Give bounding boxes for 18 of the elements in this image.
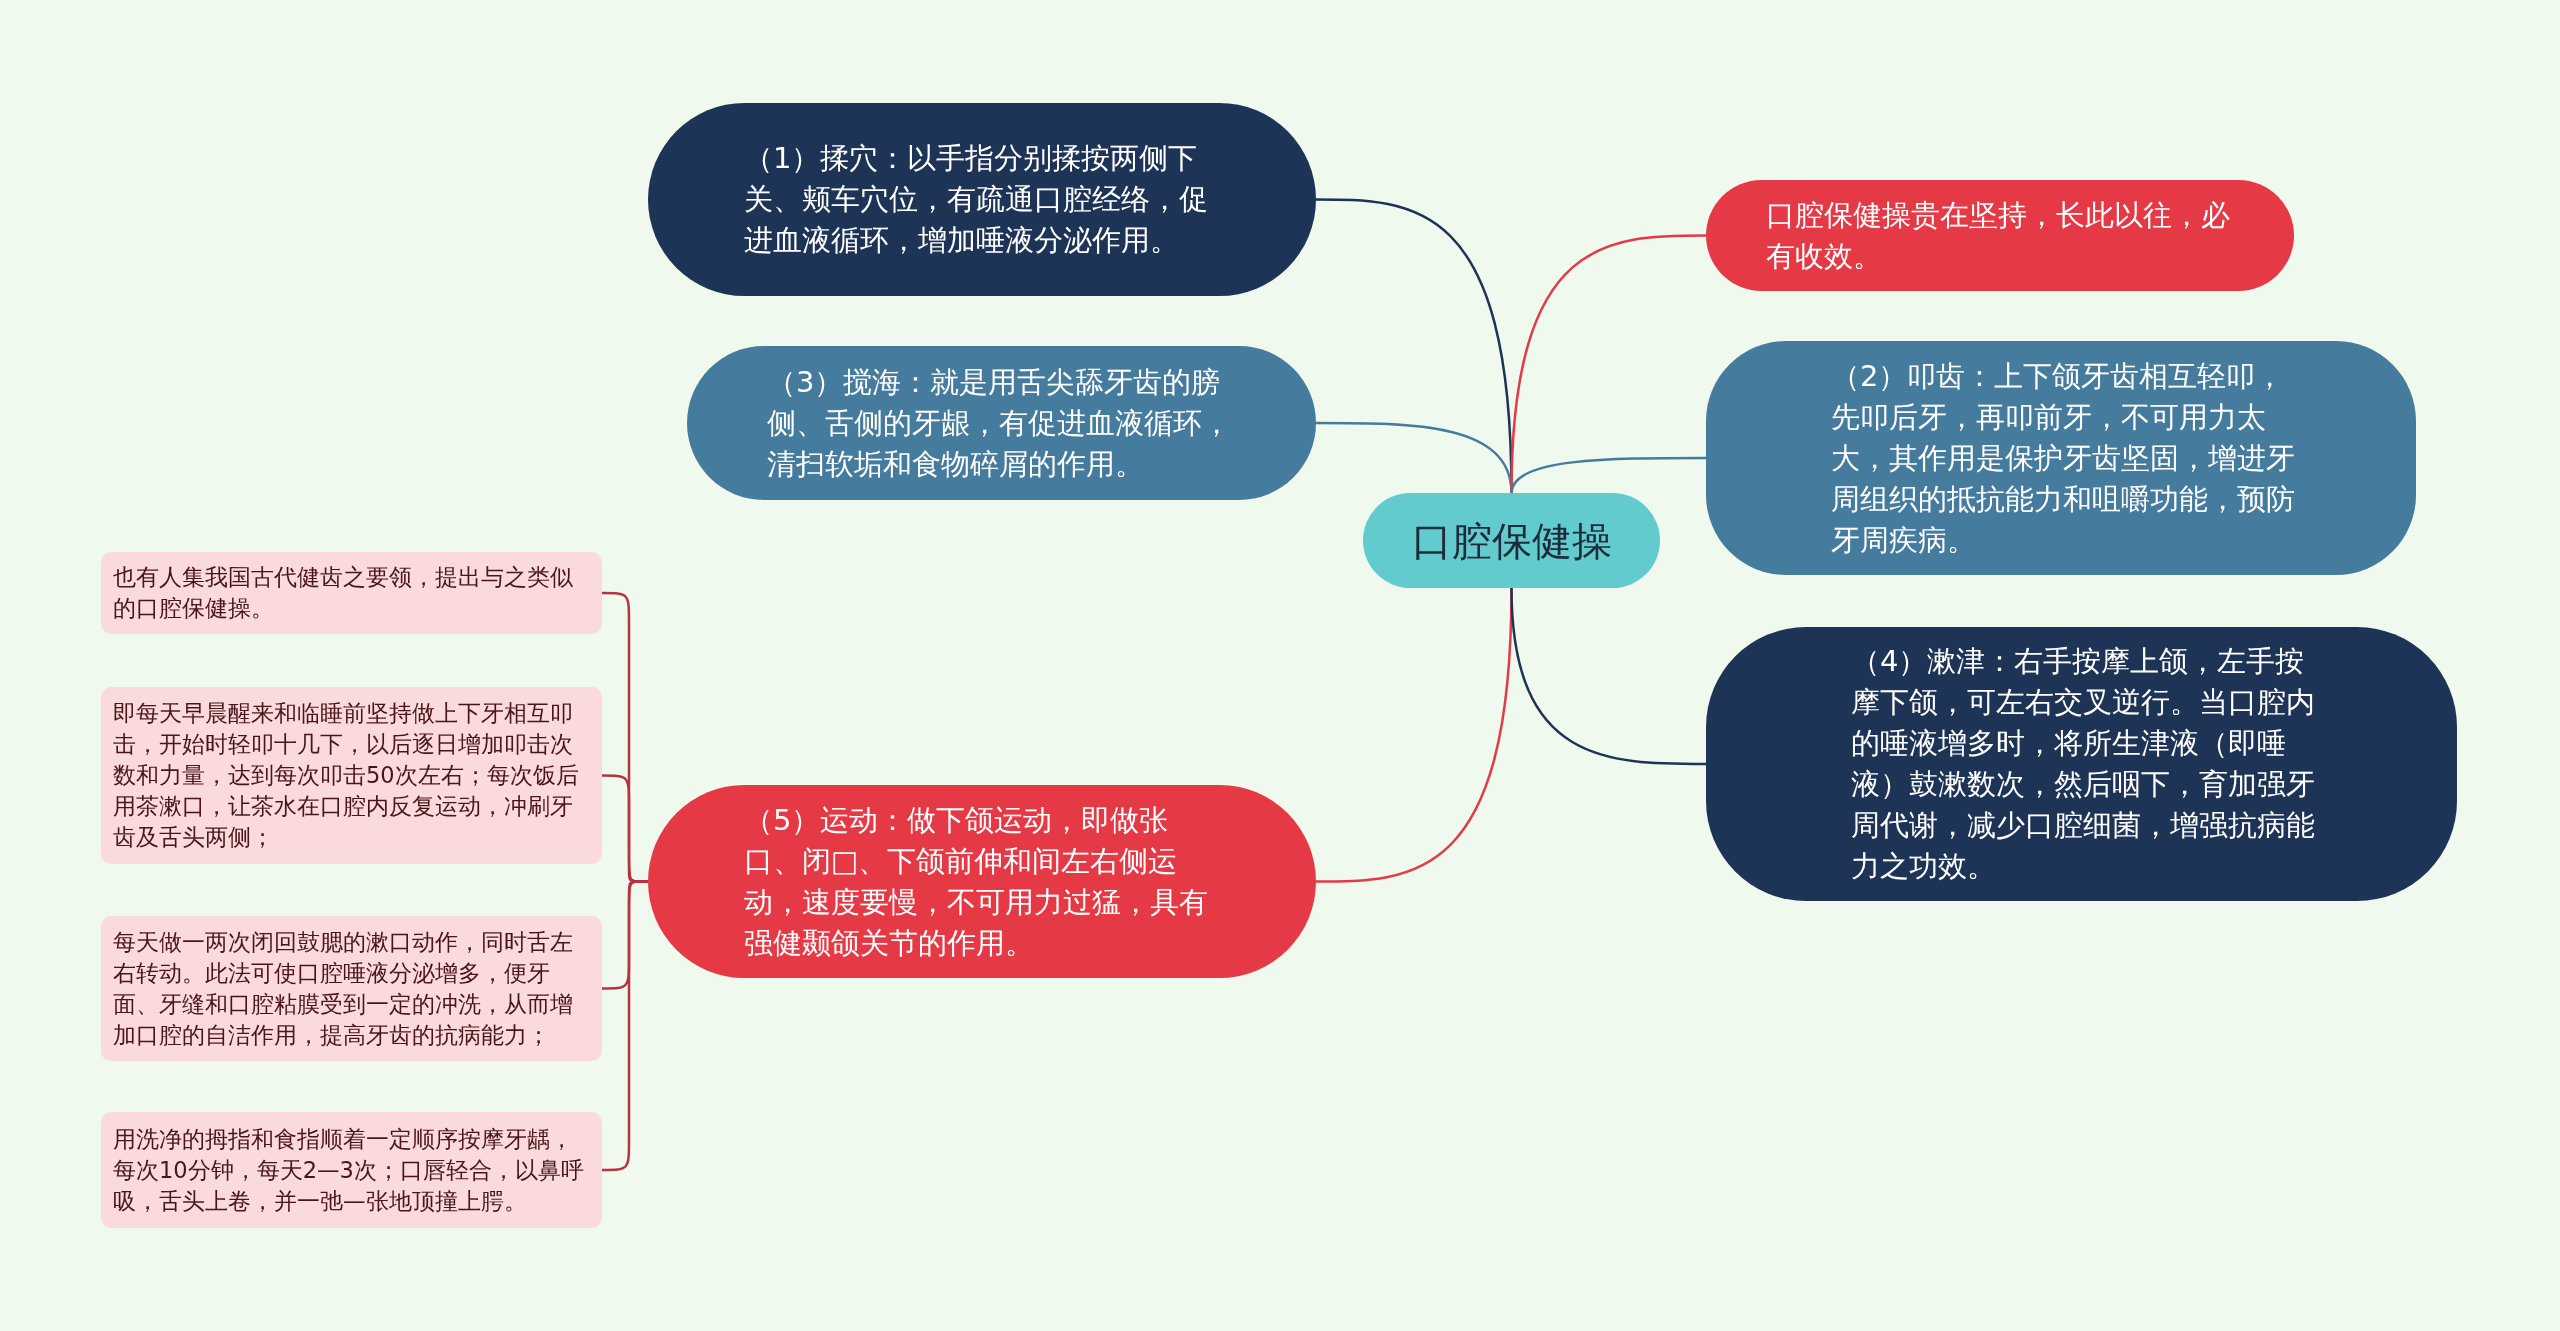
connector-line (1510, 456, 1706, 494)
connector-line (1510, 587, 1706, 766)
node-text: 也有人集我国古代健齿之要领，提出与之类似的口腔保健操。 (113, 563, 574, 623)
node-text: 每天做一两次闭回鼓腮的漱口动作，同时舌左右转动。此法可使口腔唾液分泌增多，便牙面、牙缝和口腔粘膜受到一定的冲洗，从而增加口腔的自洁作用，提高牙齿的抗病能力； (113, 927, 574, 1050)
node-text: （4）漱津：右手按摩上颌，左手按摩下颌，可左右交叉逆行。当口腔内的唾液增多时，将所生津液（即唾液）鼓漱数次，然后咽下，育加强牙周代谢，减少口腔细菌，增强抗病能力之功效。 (1851, 643, 2316, 885)
note-box (101, 916, 602, 1061)
node-text: （1）揉穴：以手指分别揉按两侧下关、颊车穴位，有疏通口腔经络，促进血液循环，增加唾液分泌作用。 (744, 140, 1209, 259)
rounded-box (1706, 341, 2416, 575)
node-text: （5）运动：做下颌运动，即做张口、闭□、下颌前伸和间左右侧运动，速度要慢，不可用力过猛，具有强健颞颌关节的作用。 (744, 801, 1209, 962)
node-text: 用洗净的拇指和食指顺着一定顺序按摩牙龋，每次10分钟，每天2—3次；口唇轻合，以鼻呼吸，舌头上卷，并一弛—张地顶撞上腭。 (113, 1124, 585, 1216)
node-text: （3）搅海：就是用舌尖舔牙齿的膀侧、舌侧的牙龈，有促进血液循环，清扫软垢和食物碎屑的作用。 (767, 363, 1232, 483)
note-box (101, 687, 602, 864)
note-box (101, 1112, 602, 1228)
node-text: （2）叩齿：上下颌牙齿相互轻叩，先叩后牙，再叩前牙，不可用力太大，其作用是保护牙齿坚固，增进牙周组织的抵抗能力和咀嚼功能，预防牙周疾病。 (1831, 357, 2296, 559)
node-text: 口腔保健操贵在坚持，长此以往，必有收效。 (1766, 196, 2231, 275)
note-box (101, 552, 602, 634)
node-text: 即每天早晨醒来和临睡前坚持做上下牙相互叩击，开始时轻叩十几下，以后逐日增加叩击次数和力量，达到每次叩击50次左右；每次饭后用茶漱口，让茶水在口腔内反复运动，冲刷牙齿及舌头两侧； (113, 699, 580, 852)
topic-text: 口腔保健操 (1411, 516, 1612, 566)
